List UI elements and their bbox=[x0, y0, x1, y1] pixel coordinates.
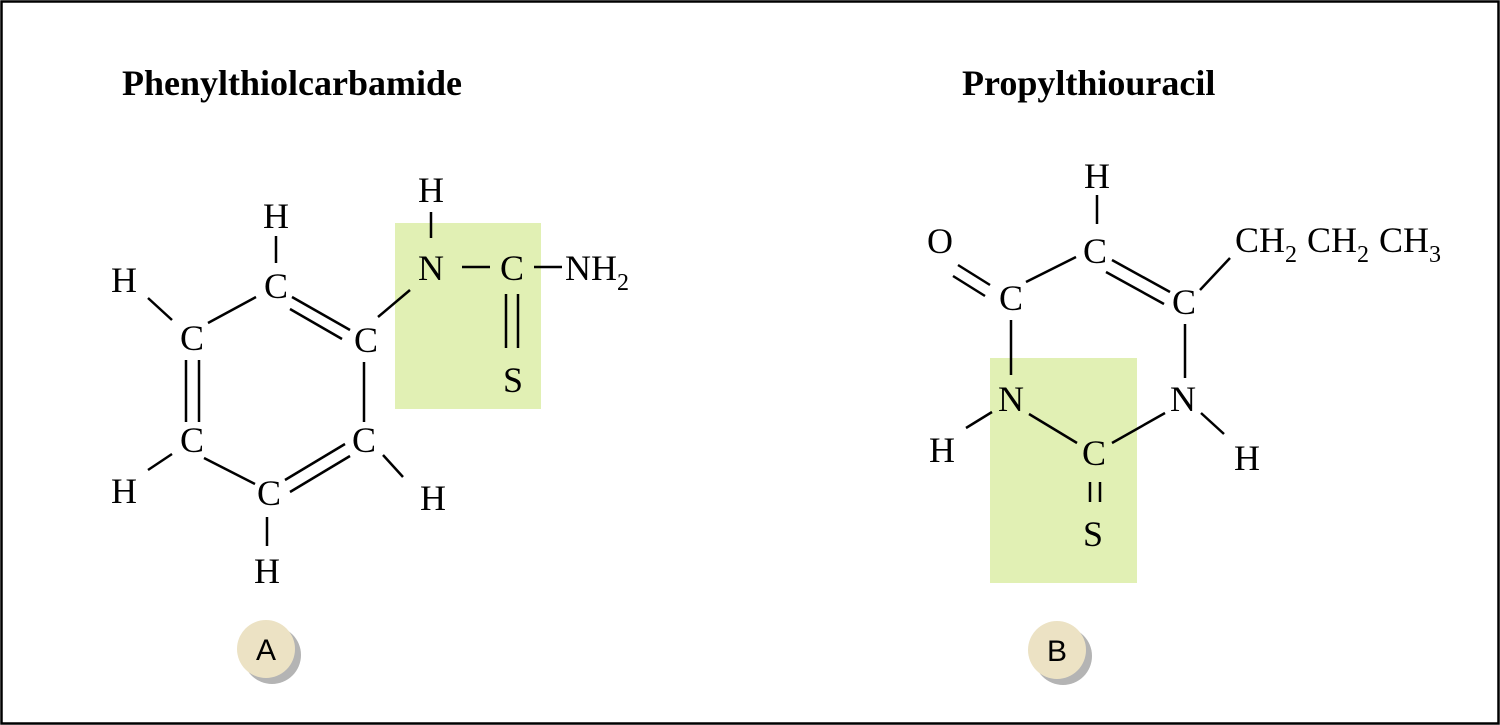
thiourea-highlight bbox=[990, 358, 1137, 583]
molecule-b-bonds bbox=[952, 195, 1231, 502]
bond bbox=[1028, 412, 1078, 445]
bond bbox=[1111, 411, 1166, 445]
atom-label: C bbox=[500, 248, 524, 288]
phenylthiolcarbamide-structure: Phenylthiolcarbamide bbox=[111, 63, 629, 684]
atom-label: H bbox=[418, 170, 444, 210]
bond bbox=[965, 410, 993, 430]
propyl-sub-2: 2 bbox=[1357, 242, 1369, 268]
atom-label: H bbox=[1234, 438, 1260, 478]
title-phenylthiolcarbamide: Phenylthiolcarbamide bbox=[122, 63, 462, 103]
atom-label: C bbox=[352, 420, 376, 460]
atom-label: C bbox=[354, 320, 378, 360]
atom-label: N bbox=[998, 379, 1024, 419]
atom-label: C bbox=[1172, 282, 1196, 322]
atom-label: H bbox=[263, 196, 289, 236]
amine-group: NH2 bbox=[565, 248, 629, 296]
atom-label: H bbox=[420, 478, 446, 518]
propyl-sub-3: 3 bbox=[1429, 242, 1441, 268]
atom-label: C bbox=[264, 266, 288, 306]
molecule-a-bonds bbox=[147, 212, 562, 546]
atom-label: S bbox=[1083, 514, 1103, 554]
bond bbox=[284, 442, 346, 482]
bond bbox=[1025, 255, 1077, 284]
atom-label: H bbox=[111, 471, 137, 511]
bond bbox=[1200, 412, 1225, 435]
bond bbox=[377, 289, 411, 318]
atom-label: H bbox=[929, 430, 955, 470]
bond bbox=[1111, 258, 1171, 294]
bond bbox=[147, 452, 173, 472]
atom-label: N bbox=[1170, 379, 1196, 419]
propyl-sub-1: 2 bbox=[1285, 242, 1297, 268]
atom-label: C bbox=[180, 420, 204, 460]
atom-label: C bbox=[1082, 433, 1106, 473]
amine-label: NH bbox=[565, 248, 617, 288]
title-propylthiouracil: Propylthiouracil bbox=[962, 63, 1215, 103]
propyl-ch-2: CH bbox=[1307, 220, 1357, 260]
bond bbox=[957, 263, 991, 287]
badge-label: A bbox=[256, 634, 276, 667]
bond bbox=[382, 454, 404, 478]
atom-label: H bbox=[254, 551, 280, 591]
badge-b: B bbox=[1028, 621, 1092, 685]
bond bbox=[289, 307, 343, 341]
atom-label: H bbox=[1084, 156, 1110, 196]
atom-label: C bbox=[257, 473, 281, 513]
badge-label: B bbox=[1047, 635, 1067, 668]
badge-circle bbox=[1028, 621, 1086, 679]
bond bbox=[1105, 270, 1165, 306]
atom-label: C bbox=[999, 278, 1023, 318]
thiocarbamide-highlight bbox=[395, 223, 541, 409]
bond bbox=[291, 295, 351, 332]
atom-label: S bbox=[503, 360, 523, 400]
badge-circle bbox=[237, 620, 295, 678]
bond bbox=[203, 456, 256, 486]
bond bbox=[207, 295, 257, 325]
badge-a: A bbox=[237, 620, 301, 684]
atom-label: C bbox=[1083, 231, 1107, 271]
atom-label: O bbox=[927, 221, 953, 261]
atom-label: H bbox=[111, 260, 137, 300]
propyl-ch-1: CH bbox=[1235, 220, 1285, 260]
bond bbox=[147, 297, 173, 321]
bond bbox=[1199, 257, 1231, 291]
propyl-ch-3: CH bbox=[1379, 220, 1429, 260]
bond bbox=[289, 454, 351, 494]
bond bbox=[952, 274, 986, 298]
amine-subscript: 2 bbox=[617, 270, 629, 296]
atom-label: N bbox=[418, 248, 444, 288]
atom-label: C bbox=[180, 318, 204, 358]
molecule-a-atoms: H C H C C C C H C H H H N C NH2 S bbox=[111, 170, 629, 591]
